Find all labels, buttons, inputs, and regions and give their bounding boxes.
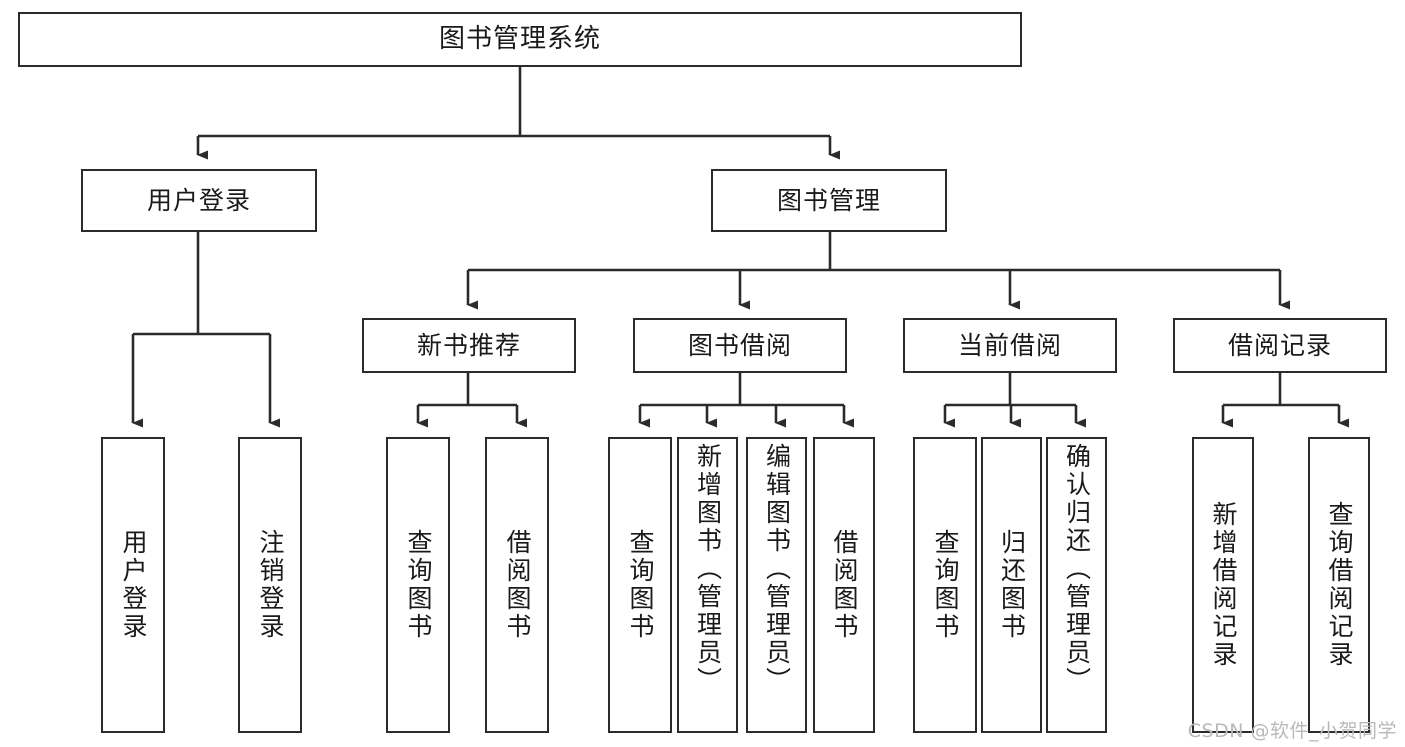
node-leaf-confirm-return-admin[interactable]: 确认归还（管理员） xyxy=(1046,437,1107,733)
node-module-book-management[interactable]: 图书管理 xyxy=(711,169,947,232)
node-sub-current-borrow[interactable]: 当前借阅 xyxy=(903,318,1117,373)
node-leaf-query-borrow-record[interactable]: 查询借阅记录 xyxy=(1308,437,1370,733)
node-sub-new-book-recommend[interactable]: 新书推荐 xyxy=(362,318,576,373)
node-root-system[interactable]: 图书管理系统 xyxy=(18,12,1022,67)
node-leaf-add-borrow-record[interactable]: 新增借阅记录 xyxy=(1192,437,1254,733)
node-sub-borrow-record[interactable]: 借阅记录 xyxy=(1173,318,1387,373)
node-sub-book-borrow[interactable]: 图书借阅 xyxy=(633,318,847,373)
node-module-user-login[interactable]: 用户登录 xyxy=(81,169,317,232)
node-leaf-logout[interactable]: 注销登录 xyxy=(238,437,302,733)
node-leaf-query-book-recommend[interactable]: 查询图书 xyxy=(386,437,450,733)
node-leaf-add-book-admin[interactable]: 新增图书（管理员） xyxy=(677,437,738,733)
node-leaf-edit-book-admin[interactable]: 编辑图书（管理员） xyxy=(746,437,807,733)
node-leaf-user-login[interactable]: 用户登录 xyxy=(101,437,165,733)
node-leaf-query-book-current[interactable]: 查询图书 xyxy=(913,437,977,733)
node-leaf-borrow-book-recommend[interactable]: 借阅图书 xyxy=(485,437,549,733)
node-leaf-borrow-book[interactable]: 借阅图书 xyxy=(813,437,875,733)
watermark-text: CSDN @软件_小贺同学 xyxy=(1187,720,1397,742)
node-leaf-return-book[interactable]: 归还图书 xyxy=(981,437,1042,733)
node-leaf-query-book-borrow[interactable]: 查询图书 xyxy=(608,437,672,733)
